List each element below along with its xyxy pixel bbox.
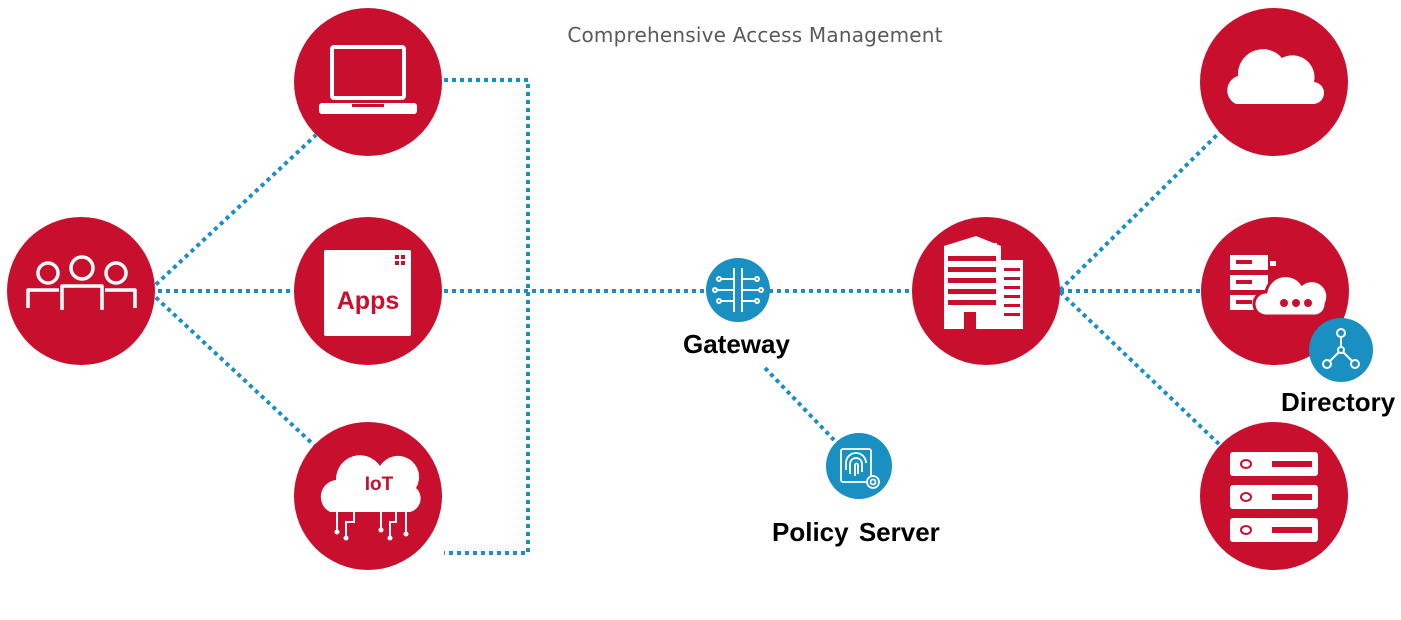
policy-server-node	[826, 433, 892, 499]
directory-badge	[1309, 318, 1373, 382]
building-node	[912, 217, 1060, 365]
directory-label: Directory	[1281, 387, 1396, 417]
users-icon	[26, 255, 137, 310]
database-icon	[1230, 255, 1330, 318]
link-gateway-policy	[763, 366, 836, 442]
policy-server-label: Policy Server	[772, 517, 940, 547]
cloud-icon	[1227, 49, 1325, 105]
connectors	[148, 78, 1224, 555]
link-users-laptop	[148, 133, 318, 292]
users-node	[7, 217, 155, 365]
iot-label: IoT	[365, 474, 394, 495]
fingerprint-icon	[840, 448, 880, 489]
building-icon	[944, 236, 1023, 329]
server-rack-icon	[1230, 452, 1318, 542]
cloud-node	[1200, 8, 1348, 156]
laptop-icon	[319, 45, 417, 114]
apps-node: Apps	[294, 217, 442, 365]
database-node	[1201, 217, 1373, 382]
gateway-label: Gateway	[683, 329, 790, 359]
iot-cloud-icon: IoT	[320, 455, 421, 541]
gateway-icon	[712, 268, 764, 312]
gateway-node	[706, 258, 770, 322]
apps-label: Apps	[337, 287, 400, 315]
link-devices-bracket	[444, 78, 530, 555]
link-building-cloud	[1058, 128, 1224, 292]
iot-node: IoT	[294, 422, 442, 570]
directory-network-icon	[1322, 328, 1360, 369]
server-node	[1200, 422, 1348, 570]
link-building-server	[1058, 290, 1224, 449]
apps-icon: Apps	[324, 250, 411, 336]
link-users-iot	[148, 290, 318, 449]
laptop-node	[294, 8, 442, 156]
diagram-title: Comprehensive Access Management	[567, 23, 943, 47]
